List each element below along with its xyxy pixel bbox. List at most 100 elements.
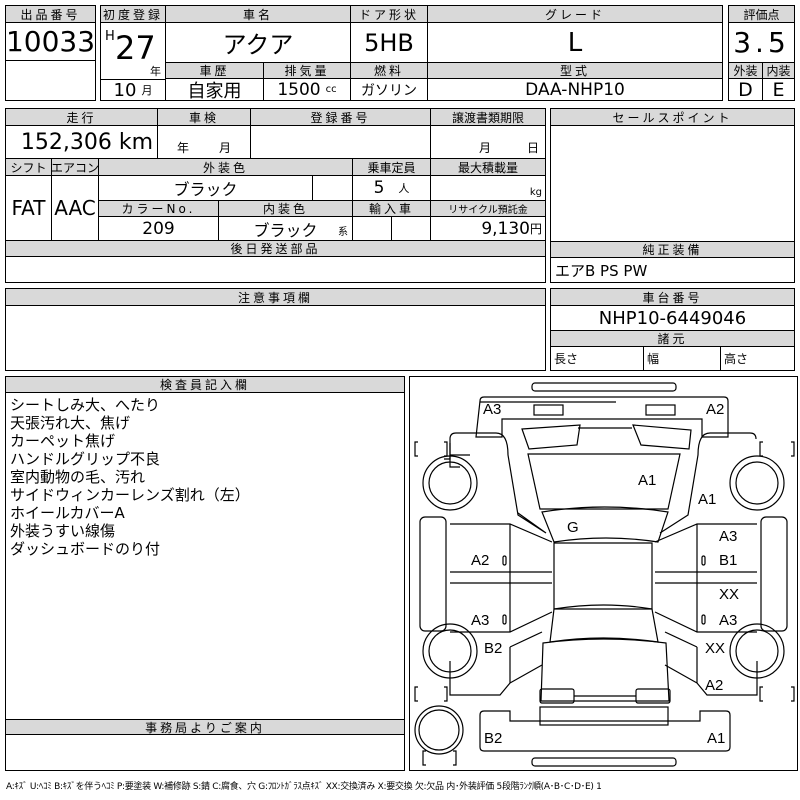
transfer-label: 譲渡書類期限: [431, 109, 545, 126]
capacity-unit: 人: [398, 182, 410, 195]
reg-no: [251, 126, 431, 159]
damage-legend: A:ｷｽﾞ U:ﾍｺﾐ B:ｷｽﾞを伴うﾍｺﾐ P:要塗装 W:補修跡 S:錆 …: [6, 782, 602, 792]
door-label: ドア形状: [351, 6, 428, 23]
damage-mark-rear-glass: G: [567, 519, 579, 536]
first-reg-label: 初度登録: [101, 6, 166, 23]
displacement-value: 1500: [277, 79, 321, 100]
year: 27: [115, 29, 156, 67]
color-no-label: カラーNo.: [99, 201, 219, 217]
damage-mark-right-rear-door-upper: A3: [719, 528, 738, 545]
first-reg-year: H 27 年: [101, 23, 166, 79]
door-type: 5HB: [351, 23, 428, 63]
damage-mark-right-front-door-upper: XX: [719, 586, 740, 603]
ext-score-label: 外装: [729, 63, 763, 79]
spec-length: 長さ: [551, 347, 644, 370]
damage-mark-roof: A1: [638, 472, 657, 489]
damage-mark-front-left: B2: [484, 730, 503, 747]
capacity-value: 5: [373, 178, 385, 198]
damage-mark-left-rear-door: A2: [471, 552, 490, 569]
model-code: DAA-NHP10: [525, 79, 625, 100]
inspection-expiry: 年月: [158, 126, 251, 159]
era: H: [105, 29, 115, 44]
inspector-box: 検査員記入欄 シートしみ大、へたり 天張汚れ大、焦げ カーペット焦げ ハンドルグ…: [5, 376, 405, 771]
fuel: ガソリン: [351, 79, 428, 100]
month-unit: 月: [141, 84, 153, 97]
damage-mark-left-front-door: A3: [471, 612, 490, 629]
damage-mark-right-front: A2: [705, 677, 724, 694]
recycle-value: 9,130: [481, 218, 530, 239]
first-reg-month: 10 月: [101, 79, 166, 100]
mileage: 152,306 km: [6, 126, 158, 159]
history: 自家用: [166, 79, 264, 100]
mileage-label: 走行: [6, 109, 158, 126]
spec-width: 幅: [644, 347, 721, 370]
int-color-suffix: 系: [338, 227, 348, 238]
damage-mark-right-front-door: A3: [719, 612, 738, 629]
inspection-label: 車検: [158, 109, 251, 126]
month: 10: [113, 79, 137, 100]
inspector-line: 天張汚れ大、焦げ: [10, 414, 131, 432]
damage-mark-right-rear-door: B1: [719, 552, 738, 569]
int-score: E: [772, 79, 785, 100]
damage-mark-front-right: A1: [707, 730, 726, 747]
recycle-label: リサイクル預託金: [431, 201, 545, 217]
chassis-label: 車台番号: [551, 289, 794, 306]
import-b: [392, 217, 431, 241]
inspector-line: サイドウィンカーレンズ割れ（左）: [10, 486, 250, 504]
score-label: 評価点: [729, 6, 794, 23]
recycle-unit: 円: [529, 222, 542, 236]
displacement-label: 排気量: [264, 63, 351, 79]
inspector-line: シートしみ大、へたり: [10, 396, 161, 414]
car-outline: [414, 382, 795, 767]
chassis-number: NHP10-6449046: [551, 306, 794, 331]
model-label: 型式: [428, 63, 722, 79]
max-load-label: 最大積載量: [431, 159, 545, 176]
reg-no-label: 登録番号: [251, 109, 431, 126]
vehicle-info-box: 初度登録 車名 ドア形状 グレード H 27 年 アクア 5HB L 車歴 排気…: [100, 5, 723, 101]
aircon: AAC: [52, 176, 99, 241]
int-color: ブラック 系: [219, 217, 353, 241]
notes-label: 注意事項欄: [6, 289, 545, 306]
aircon-label: エアコン: [52, 159, 99, 176]
transfer-day-unit: 日: [526, 141, 539, 155]
inspection-year-unit: 年: [176, 141, 189, 155]
spec-height: 高さ: [724, 352, 749, 366]
int-color-label: 内装色: [219, 201, 353, 217]
history-label: 車歴: [166, 63, 264, 79]
grade-label: グレード: [428, 6, 722, 23]
spec-label: 諸元: [551, 331, 794, 347]
ext-color-label: 外装色: [99, 159, 353, 176]
year-unit: 年: [150, 65, 161, 78]
score-value: 3.5: [729, 23, 794, 63]
chassis-box: 車台番号 NHP10-6449046 諸元 長さ 幅 高さ: [550, 288, 795, 371]
damage-mark-right-fender: XX: [705, 640, 726, 657]
inspector-line: ハンドルグリップ不良: [10, 450, 161, 468]
int-score-label: 内装: [763, 63, 794, 79]
damage-mark-rear-left: A3: [483, 401, 502, 418]
displacement: 1500 cc: [264, 79, 351, 100]
inspector-notes: シートしみ大、へたり 天張汚れ大、焦げ カーペット焦げ ハンドルグリップ不良 室…: [10, 396, 250, 558]
inspector-line: ダッシュボードのり付: [10, 540, 161, 558]
inspector-line: カーペット焦げ: [10, 432, 116, 450]
int-color-value: ブラック: [253, 220, 318, 240]
shift: FAT: [6, 176, 52, 241]
car-name: アクア: [166, 23, 351, 63]
damage-mark-rear-right: A2: [706, 401, 725, 418]
shift-label: シフト: [6, 159, 52, 176]
notes-box: 注意事項欄: [5, 288, 546, 371]
lot-box: 出品番号 10033: [5, 5, 96, 101]
max-load: kg: [431, 176, 545, 201]
ext-score: D: [729, 79, 763, 100]
ext-color-extra: [313, 176, 353, 201]
transfer-deadline: 月日: [431, 126, 545, 159]
inspector-line: 室内動物の毛、汚れ: [10, 468, 146, 486]
ext-color: ブラック: [99, 176, 313, 201]
later-parts-label: 後日発送部品: [6, 241, 545, 257]
office-label: 事務局よりご案内: [6, 719, 404, 735]
sales-point-label: セールスポイント: [551, 109, 794, 126]
lot-number: 10033: [6, 23, 95, 61]
inspection-month-unit: 月: [219, 141, 232, 155]
car-name-label: 車名: [166, 6, 351, 23]
